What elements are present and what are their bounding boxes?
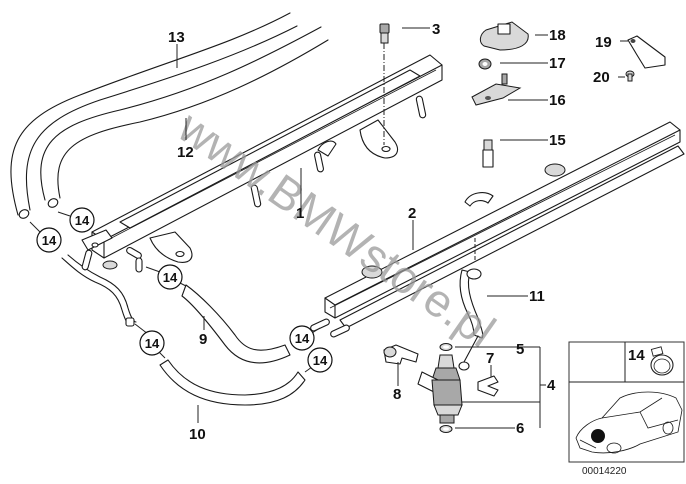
- label-10: 10: [189, 426, 206, 443]
- svg-text:14: 14: [145, 336, 160, 351]
- diagram-code: 00014220: [582, 466, 627, 477]
- callout-14-b: 14: [36, 227, 62, 253]
- label-3: 3: [432, 21, 440, 38]
- nut-17: [478, 58, 492, 70]
- spacer-15: [482, 139, 494, 168]
- label-11: 11: [529, 288, 545, 305]
- inset-label-14: 14: [628, 347, 645, 364]
- label-16: 16: [549, 92, 566, 109]
- clip-7: [477, 375, 499, 397]
- label-15: 15: [549, 132, 566, 149]
- hose-10: [159, 359, 306, 406]
- clamp-18: [479, 21, 529, 51]
- label-2: 2: [408, 205, 416, 222]
- connector-8: [383, 344, 419, 365]
- callout-14-d: 14: [139, 330, 165, 356]
- label-4: 4: [547, 377, 556, 394]
- o-ring-6: [439, 425, 453, 433]
- label-13: 13: [168, 29, 185, 46]
- callout-14-c: 14: [157, 264, 183, 290]
- svg-text:14: 14: [295, 331, 310, 346]
- o-ring-5: [439, 343, 453, 351]
- label-17: 17: [549, 55, 566, 72]
- return-pipe: [61, 249, 137, 327]
- label-9: 9: [199, 331, 207, 348]
- label-12: 12: [177, 144, 194, 161]
- label-7: 7: [486, 350, 494, 367]
- leader-lines: [29, 27, 628, 429]
- label-19: 19: [595, 34, 612, 51]
- svg-text:14: 14: [163, 270, 178, 285]
- bolt-3: [379, 23, 390, 145]
- hose-9: [181, 284, 291, 364]
- svg-text:14: 14: [42, 233, 57, 248]
- label-5: 5: [516, 341, 524, 358]
- label-18: 18: [549, 27, 566, 44]
- screw-20: [625, 70, 635, 82]
- label-8: 8: [393, 386, 401, 403]
- fuel-rail-1: [81, 54, 443, 273]
- callout-14-f: 14: [307, 347, 333, 373]
- car-location-icon: [575, 391, 683, 454]
- fuel-hose-12: [40, 26, 329, 208]
- bracket-16: [471, 73, 522, 106]
- callout-14-a: 14: [69, 207, 95, 233]
- injector-4: [417, 335, 479, 424]
- svg-text:14: 14: [313, 353, 328, 368]
- label-6: 6: [516, 420, 524, 437]
- holder-19: [627, 35, 666, 69]
- label-1: 1: [296, 205, 304, 222]
- hose-11: [459, 238, 484, 339]
- fuel-hose-13: [10, 12, 298, 219]
- inset-panel: 14 00014220: [568, 341, 685, 477]
- hose-clamp-icon: [650, 346, 674, 376]
- label-20: 20: [593, 69, 610, 86]
- fuel-rail-2: [310, 121, 685, 338]
- callout-14-e: 14: [289, 325, 315, 351]
- part-labels: 13 12 1 3 18 17 16 15 19 20 2 11 5 7 4 6…: [168, 21, 612, 443]
- svg-text:14: 14: [75, 213, 90, 228]
